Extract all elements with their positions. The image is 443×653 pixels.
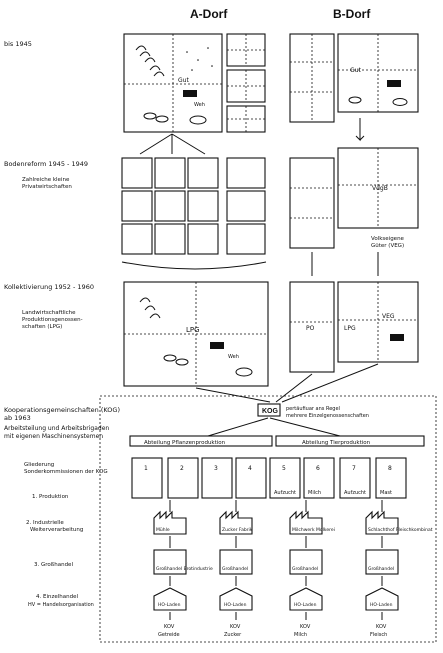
brigade-caption: Aufzucht: [344, 490, 366, 496]
kog-note-2: mehrere Einzelgenossenschaften: [286, 413, 369, 419]
abteilung-tier: Abteilung Tierproduktion: [302, 440, 371, 446]
grosshandel-label: Großhandel: [292, 566, 318, 572]
kog-note-1: pertäufiuar ans Regel: [286, 406, 340, 412]
product-kov: KOV: [300, 624, 311, 630]
stufe-grosshandel: 3. Großhandel: [34, 562, 73, 568]
brigade-number: 5: [282, 465, 286, 472]
brigade-number: 6: [316, 465, 320, 472]
volkseigene-1: Volkseigene: [371, 236, 405, 242]
industry-label: Schlachthof Fleischkombinat: [368, 527, 433, 533]
label-ab-1963: ab 1963: [4, 414, 31, 422]
a-dorf-lpg: LPG Weh: [123, 281, 269, 387]
brigade-number: 4: [248, 465, 252, 472]
stufen-title-2: Sonderkommissionen der KOG: [24, 469, 108, 475]
veg-label: VEG: [382, 313, 395, 320]
heading-b-dorf: B-Dorf: [333, 7, 371, 21]
kog-box: [257, 403, 281, 417]
brigade-number: 1: [144, 465, 148, 472]
gut-label-b: Gut: [350, 67, 361, 74]
volkseigene-2: Güter (VEG): [371, 243, 404, 249]
product-name: Fleisch: [370, 632, 387, 638]
stufe-hv: HV = Handelsorganisation: [28, 602, 94, 608]
brigade-number: 7: [352, 465, 356, 472]
brigade-2: 2: [167, 457, 199, 499]
einzelhandel-label: HO-Laden: [158, 602, 181, 608]
abteilung-tier-box: [275, 435, 425, 447]
stufe-produktion: 1. Produktion: [32, 494, 69, 500]
vdgb-label: VdgB: [372, 185, 388, 192]
brigade-caption: Milch: [308, 490, 321, 496]
label-zahlreiche-2: Privatwirtschaften: [22, 184, 72, 190]
arrow-b-1945: [355, 118, 365, 142]
heading-a-dorf: A-Dorf: [190, 7, 228, 21]
brigade-caption: Mast: [380, 490, 392, 496]
industry-label: Zucker Fabrik: [222, 527, 253, 533]
label-lpg-desc-1: Landwirtschaftliche: [22, 310, 76, 316]
stufen-title-1: Gliederung: [24, 462, 54, 468]
einzelhandel-label: HO-Laden: [224, 602, 247, 608]
po-label: PO: [306, 325, 315, 332]
kog-label: KOG: [262, 408, 279, 415]
einzelhandel-label: HO-Laden: [294, 602, 317, 608]
b-dorf-kollektivierung: PO VEG LPG: [289, 281, 419, 373]
stufe-verarbeitung-2: Weiterverarbeitung: [30, 527, 83, 533]
industry-label: Milchwerk Molkerei: [292, 527, 335, 533]
grosshandel-label: Großhandel Brotindustrie: [156, 566, 213, 572]
lpg-label-a: LPG: [186, 326, 200, 334]
label-lpg-desc-2: Produktionsgenossen-: [22, 317, 83, 323]
a-dorf-gut-1945: Gut Weh: [123, 33, 223, 133]
label-zahlreiche-1: Zahlreiche kleine: [22, 177, 70, 183]
brigade-4: 4: [235, 457, 267, 499]
chain-4: Schlachthof FleischkombinatGroßhandelHO-…: [365, 500, 433, 638]
product-kov: KOV: [164, 624, 175, 630]
product-name: Zucker: [224, 632, 242, 638]
brigade-number: 2: [180, 465, 184, 472]
product-kov: KOV: [376, 624, 387, 630]
weh-label-lpg: Weh: [228, 354, 239, 360]
grosshandel-label: Großhandel: [222, 566, 248, 572]
label-kog-title: Kooperationsgemeinschaften (KOG): [4, 406, 120, 414]
gut-label-a: Gut: [178, 77, 189, 84]
b-dorf-bodenreform: VdgB Volkseigene Güter (VEG): [289, 147, 419, 249]
lpg-label-b: LPG: [344, 325, 356, 332]
product-name: Milch: [294, 632, 307, 638]
arrows-bodenreform-a: [139, 133, 206, 155]
grosshandel-label: Großhandel: [368, 566, 394, 572]
brigade-caption: Aufzucht: [274, 490, 296, 496]
abteilung-pflanzen-box: [129, 435, 273, 447]
label-bis-1945: bis 1945: [4, 40, 32, 48]
stufe-verarbeitung-1: 2. Industrielle: [26, 520, 64, 526]
a-dorf-small-farms-1945: [226, 33, 266, 133]
product-name: Getreide: [158, 632, 180, 638]
brigade-3: 3: [201, 457, 233, 499]
a-dorf-bodenreform-grid: [121, 157, 266, 255]
label-kollektivierung: Kollektivierung 1952 - 1960: [4, 283, 94, 291]
brigade-1: 1: [131, 457, 163, 499]
label-bodenreform: Bodenreform 1945 - 1949: [4, 160, 88, 168]
stufe-einzelhandel: 4. Einzelhandel: [36, 594, 79, 600]
brace-bodenreform: [121, 261, 267, 270]
brigade-number: 8: [388, 465, 392, 472]
label-arbeitsteilung-1: Arbeitsteilung und Arbeitsbrigaden: [4, 425, 109, 432]
industry-label: Mühle: [156, 527, 170, 533]
kog-frame: [99, 395, 437, 643]
weh-label-a: Weh: [194, 102, 205, 108]
label-arbeitsteilung-2: mit eigenen Maschinensystemen: [4, 433, 103, 440]
einzelhandel-label: HO-Laden: [370, 602, 393, 608]
abteilung-pflanzen: Abteilung Pflanzenproduktion: [144, 440, 226, 446]
label-lpg-desc-3: schaften (LPG): [22, 324, 62, 330]
product-kov: KOV: [230, 624, 241, 630]
b-dorf-gut-1945: Gut: [289, 33, 419, 123]
brigade-number: 3: [214, 465, 218, 472]
